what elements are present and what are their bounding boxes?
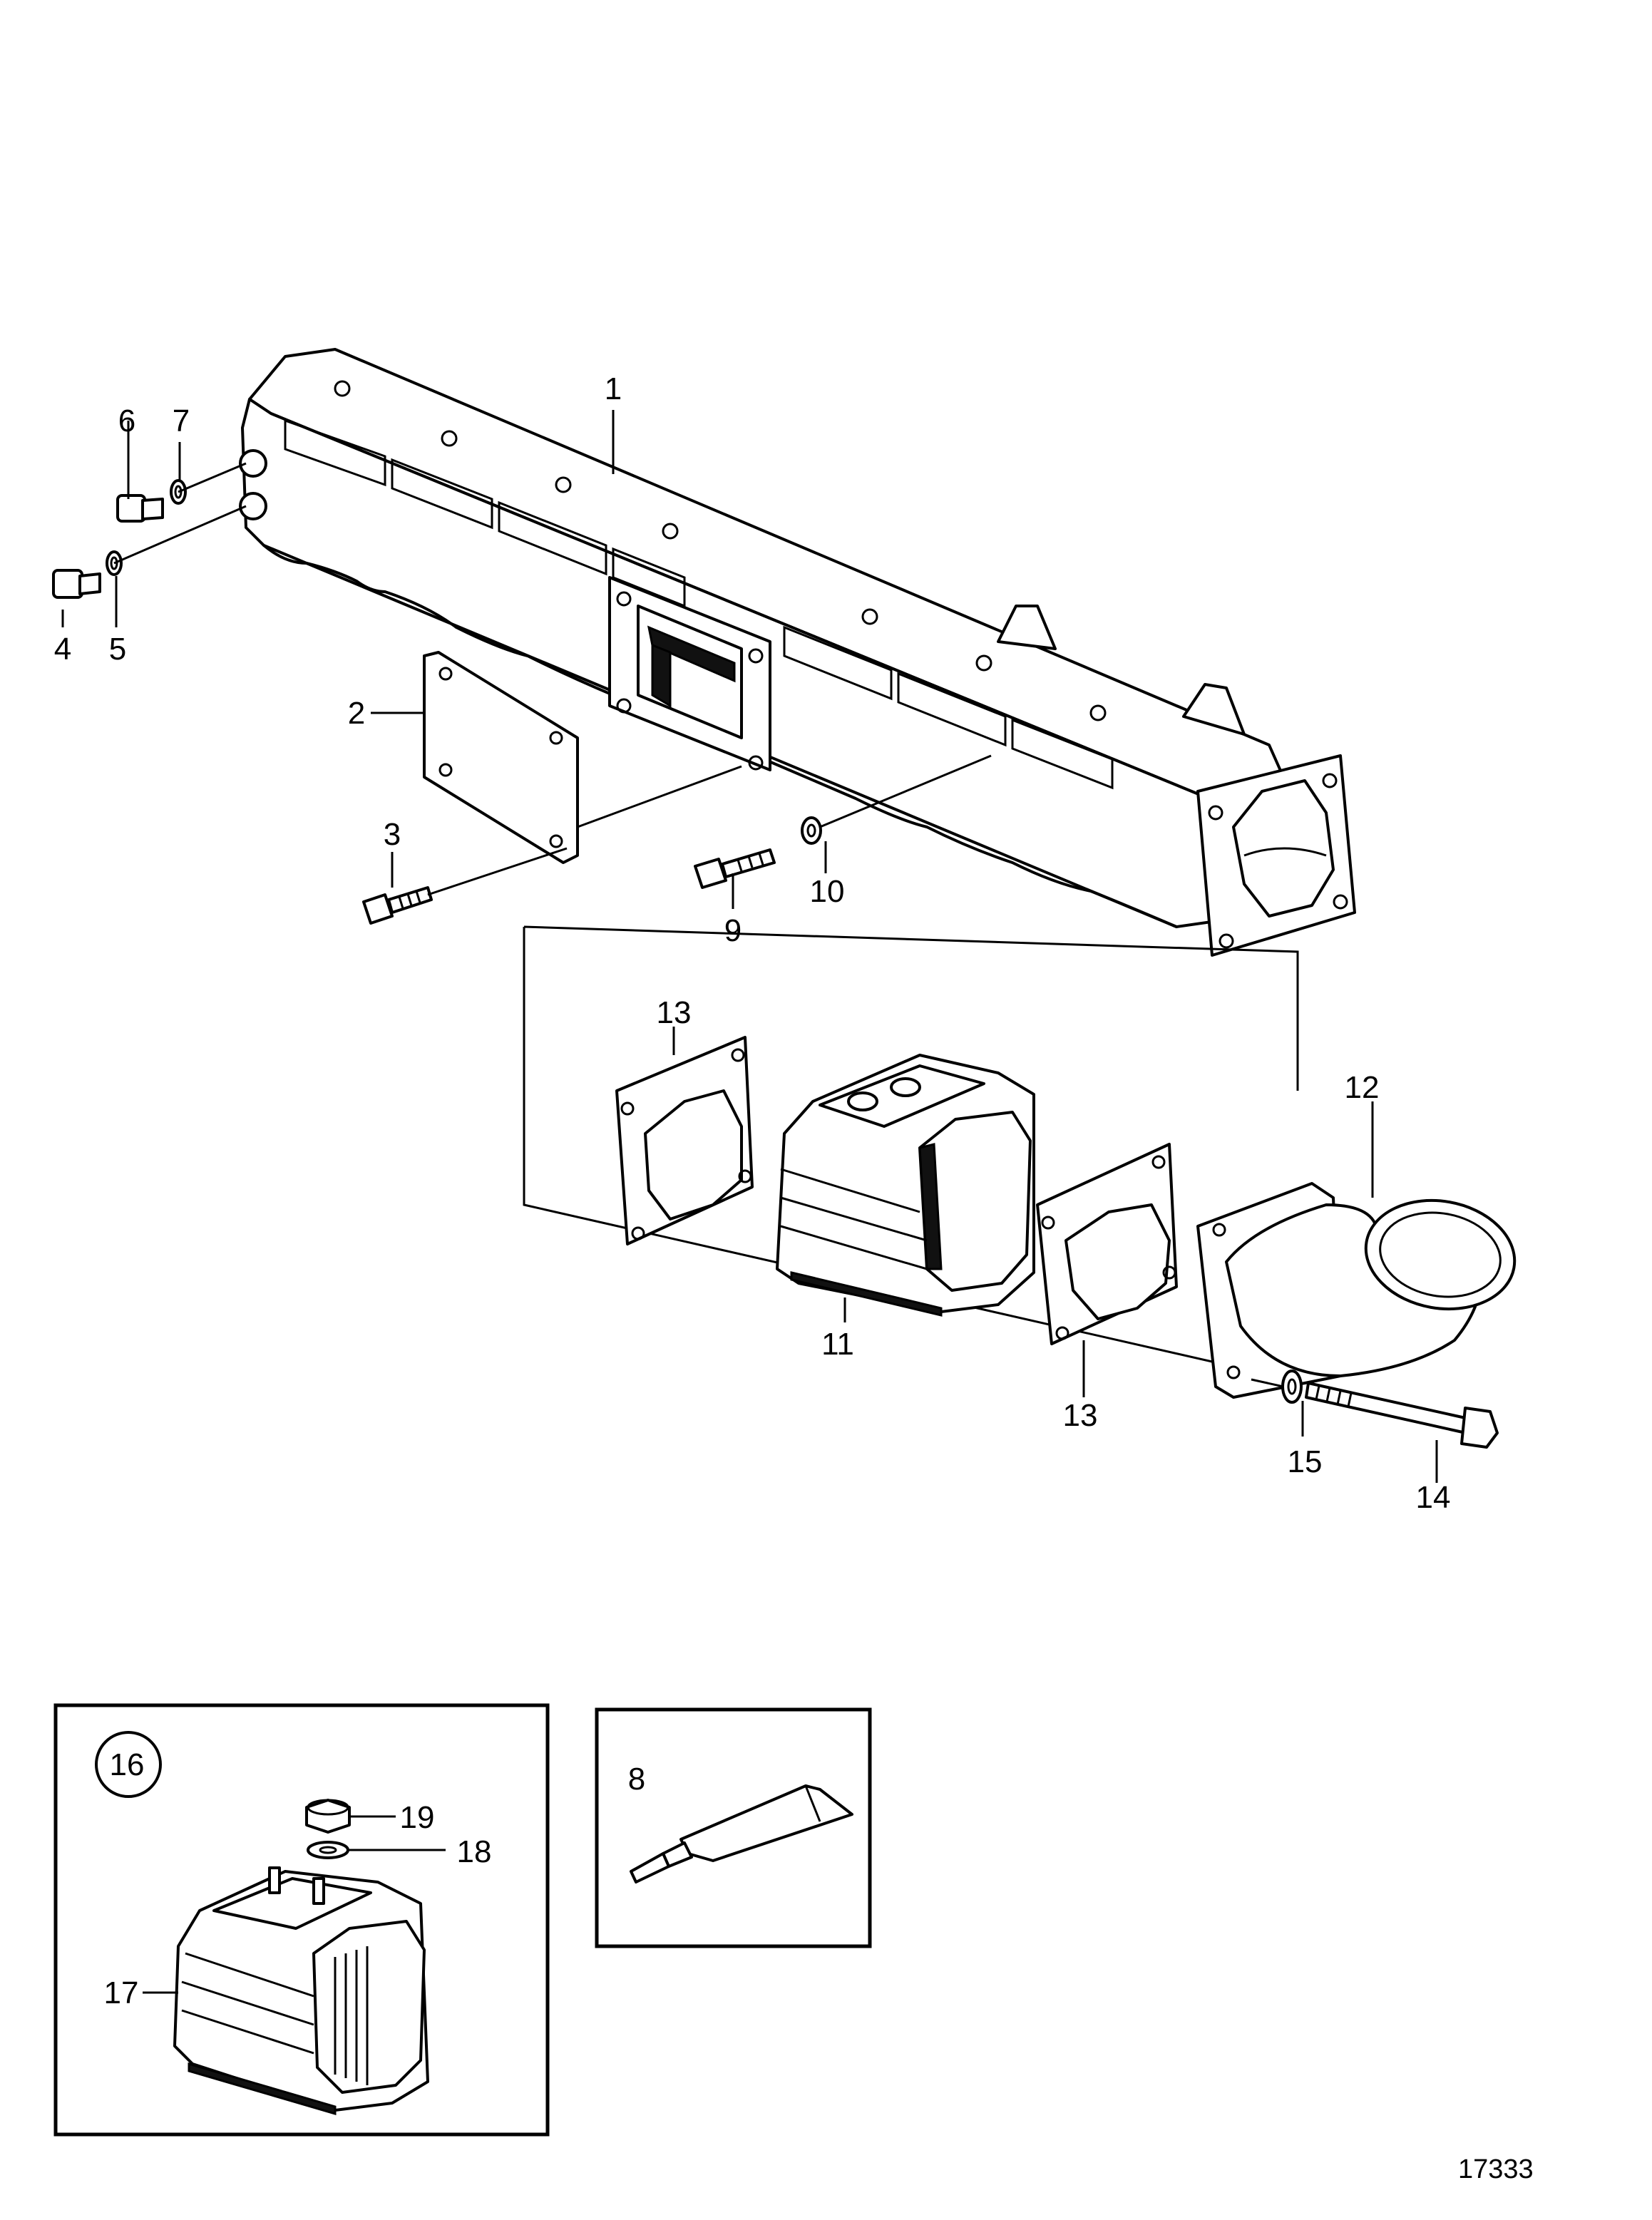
plug-6: [116, 494, 164, 523]
callout-14: 14: [1416, 1480, 1451, 1515]
callout-13-top: 13: [657, 995, 692, 1030]
callout-6: 6: [118, 404, 135, 438]
bolt-3: [362, 886, 433, 925]
washer-10: [801, 816, 822, 845]
exhaust-section-insert: [173, 1866, 429, 2116]
callout-5: 5: [109, 632, 126, 667]
assembly-frame: [523, 925, 1299, 1363]
bolt-14: [1305, 1382, 1499, 1449]
callout-10: 10: [810, 874, 845, 909]
callout-12: 12: [1345, 1070, 1380, 1105]
bolt-9: [694, 848, 776, 889]
exhaust-section: [776, 1054, 1035, 1317]
inset-box-16: [53, 1703, 550, 2137]
callout-7: 7: [173, 404, 190, 438]
callout-18: 18: [457, 1834, 492, 1869]
callout-11: 11: [821, 1327, 854, 1362]
sealant-tube: [630, 1784, 853, 1884]
cover-plate: [423, 651, 579, 864]
exhaust-manifold: [239, 348, 1356, 957]
callout-3: 3: [384, 817, 401, 852]
callout-16: 16: [110, 1747, 145, 1782]
callout-1: 1: [605, 371, 622, 406]
gasket-left: [615, 1036, 754, 1245]
callout-19: 19: [400, 1800, 435, 1835]
callout-9: 9: [724, 913, 742, 948]
callout-13-bottom: 13: [1063, 1398, 1098, 1433]
callout-4: 4: [54, 632, 71, 667]
callout-8: 8: [628, 1762, 645, 1797]
callout-2: 2: [348, 696, 365, 731]
figure-number: 17333: [1458, 2154, 1534, 2184]
callout-15: 15: [1288, 1444, 1323, 1479]
callout-circle-16: [95, 1731, 162, 1798]
washer-18: [307, 1841, 349, 1859]
washer-15: [1281, 1369, 1303, 1404]
plug-4: [52, 569, 101, 599]
nut-19: [305, 1799, 351, 1834]
gasket-right: [1036, 1143, 1178, 1345]
inset-box-8: [595, 1707, 872, 1948]
exhaust-elbow: [1196, 1182, 1517, 1399]
callout-17: 17: [104, 1975, 139, 2010]
